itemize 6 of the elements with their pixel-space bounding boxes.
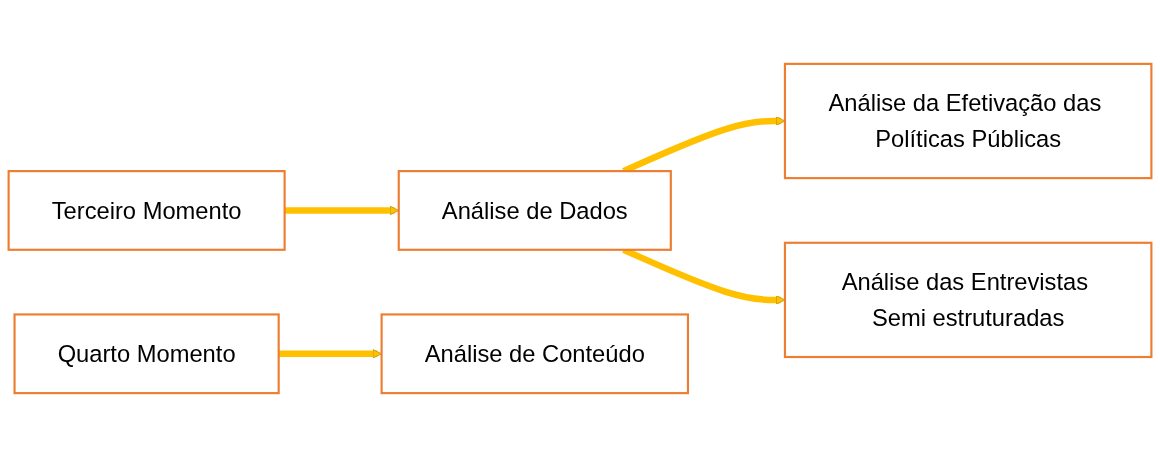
node-box: Quarto Momento bbox=[13, 313, 280, 395]
node-box: Terceiro Momento bbox=[7, 170, 286, 251]
node-box: Análise de Dados bbox=[397, 170, 672, 251]
node-box: Análise da Efetivação das Políticas Públicas bbox=[783, 62, 1153, 180]
node-box: Análise de Conteúdo bbox=[380, 313, 690, 395]
node-box: Análise das Entrevistas Semi estruturadas bbox=[783, 241, 1153, 359]
